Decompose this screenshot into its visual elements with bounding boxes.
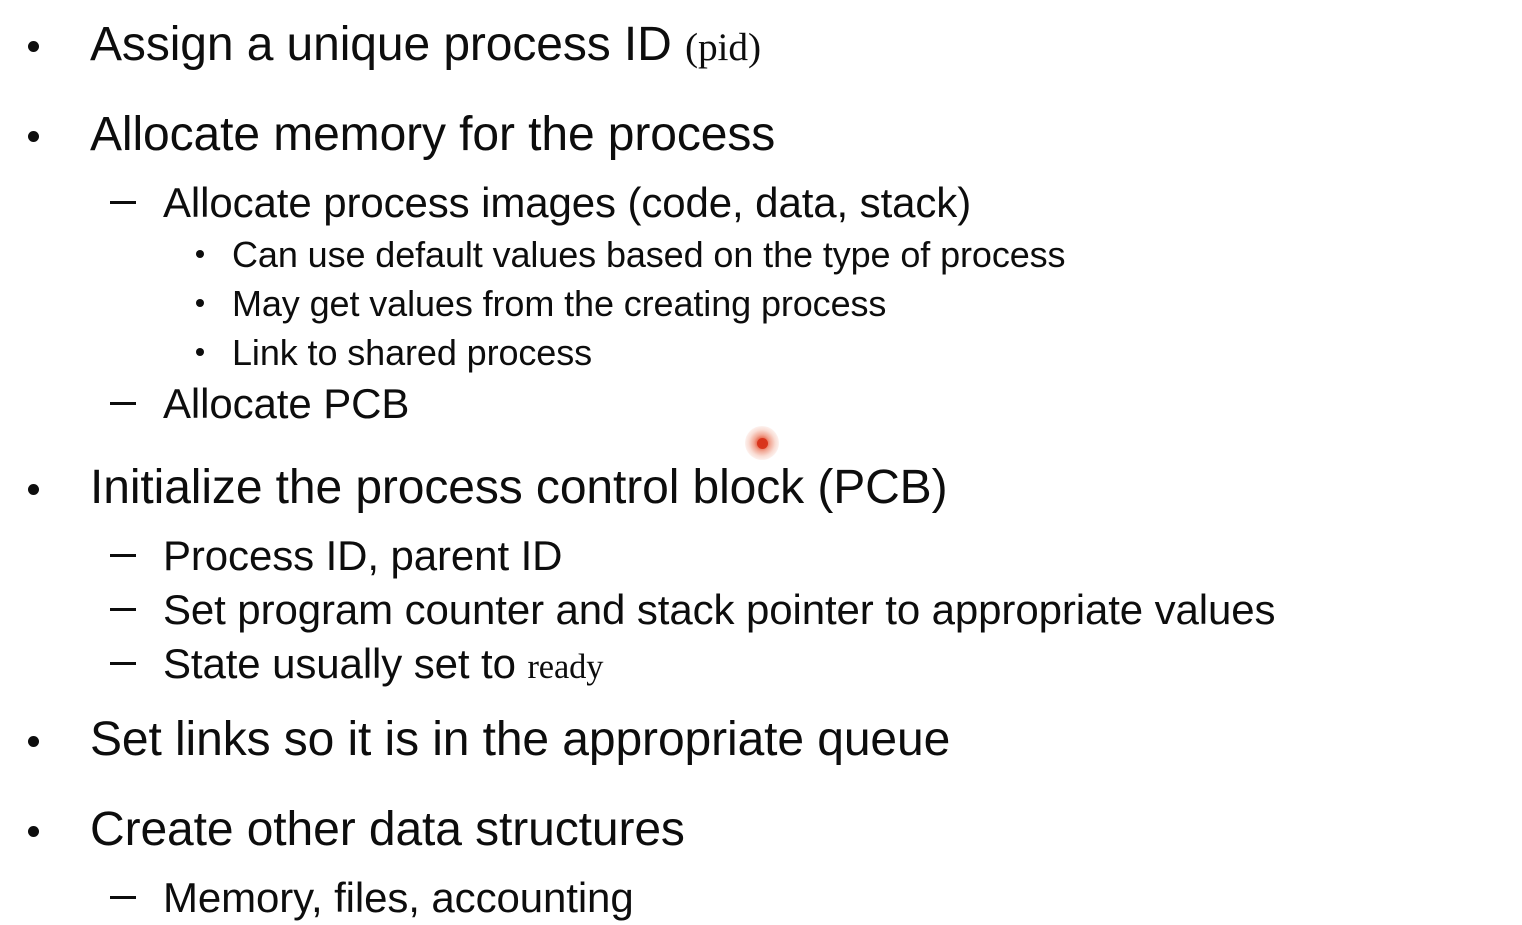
bullet-dot-icon (28, 723, 83, 753)
bullet-text: Assign a unique process ID (pid) (90, 18, 761, 71)
bullet-item-level1: Assign a unique process ID (pid) (0, 4, 1522, 86)
bullet-item-level3: May get values from the creating process (0, 279, 1522, 328)
bullet-text: Allocate PCB (163, 380, 410, 427)
dash-icon (110, 602, 162, 618)
bullet-dot-small-icon (196, 345, 231, 361)
bullet-item-level1: Allocate memory for the process (0, 94, 1522, 176)
bullet-text: Allocate memory for the process (90, 108, 776, 161)
bullet-text: May get values from the creating process (232, 282, 887, 324)
bullet-text: Memory, files, accounting (163, 874, 634, 921)
bullet-dot-icon (28, 813, 83, 843)
bullet-text: Set program counter and stack pointer to… (163, 586, 1276, 633)
bullet-item-level2: Allocate PCB (0, 377, 1522, 431)
dash-icon (110, 195, 162, 211)
bullet-text: Create other data structures (90, 803, 685, 856)
bullet-item-level2: Allocate process images (code, data, sta… (0, 176, 1522, 230)
spacer (0, 86, 1522, 94)
bullet-item-level2: State usually set to ready (0, 637, 1522, 691)
bullet-dot-icon (28, 118, 83, 148)
bullet-text: Process ID, parent ID (163, 532, 563, 579)
dash-icon (110, 548, 162, 564)
inline-emphasis-pid: (pid) (684, 25, 761, 69)
spacer (0, 431, 1522, 447)
bullet-text: Link to shared process (232, 331, 592, 373)
bullet-item-level1: Create other data structures (0, 789, 1522, 871)
bullet-text: Allocate process images (code, data, sta… (163, 179, 972, 226)
bullet-item-level3: Link to shared process (0, 328, 1522, 377)
bullet-dot-small-icon (196, 247, 231, 263)
bullet-text: Can use default values based on the type… (232, 233, 1066, 275)
spacer (0, 781, 1522, 789)
bullet-item-level2: Set program counter and stack pointer to… (0, 583, 1522, 637)
bullet-dot-icon (28, 28, 83, 58)
inline-emphasis-ready: ready (527, 648, 604, 686)
bullet-item-level2: Memory, files, accounting (0, 871, 1522, 925)
bullet-item-level3: Can use default values based on the type… (0, 230, 1522, 279)
dash-icon (110, 890, 162, 906)
dash-icon (110, 656, 162, 672)
bullet-item-level1: Set links so it is in the appropriate qu… (0, 699, 1522, 781)
bullet-item-level1: Initialize the process control block (PC… (0, 447, 1522, 529)
bullet-text: Initialize the process control block (PC… (90, 461, 948, 514)
dash-icon (110, 396, 162, 412)
bullet-text: Set links so it is in the appropriate qu… (90, 713, 951, 766)
spacer (0, 691, 1522, 699)
bullet-dot-small-icon (196, 296, 231, 312)
bullet-dot-icon (28, 471, 83, 501)
bullet-text: State usually set to ready (163, 640, 604, 687)
bullet-item-level2: Process ID, parent ID (0, 529, 1522, 583)
presentation-slide: Assign a unique process ID (pid) Allocat… (28, 20, 1276, 919)
